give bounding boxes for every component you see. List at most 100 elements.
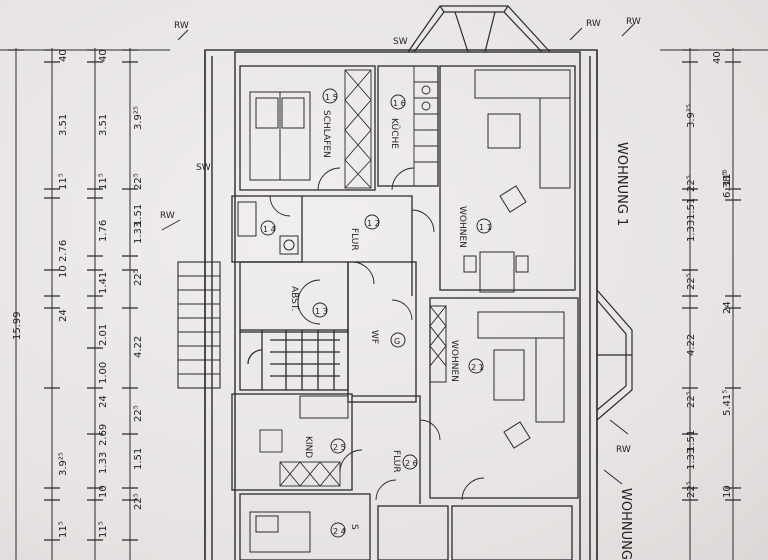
- left-dim-6: 10: [58, 265, 69, 278]
- left-dim-c3-10: 1.33: [98, 452, 109, 474]
- room-name: SCHLAFEN: [321, 110, 331, 158]
- left-dim-c4-3: 1.33: [133, 222, 144, 244]
- room-number: G: [394, 337, 400, 346]
- room-schlafen-2: 2 4 S: [330, 522, 359, 538]
- left-dim-c4-1: 3.9²⁵: [133, 106, 144, 130]
- bay-window-right: [596, 289, 633, 421]
- right-dim-4: 1.33: [686, 220, 697, 242]
- left-dim-c4-5: 22⁵: [133, 269, 144, 286]
- left-dim-c4-6: 4.22: [133, 336, 144, 358]
- room-number: 1 2: [367, 219, 380, 228]
- room-name: WOHNEN: [457, 206, 467, 248]
- left-dim-c3-1: 40: [98, 49, 109, 62]
- label-wohnung-2: WOHNUNG: [618, 488, 633, 560]
- right-dim-8: 22⁵: [686, 391, 697, 408]
- room-number: 1 5: [325, 93, 338, 102]
- room-name: ABST.: [289, 286, 299, 311]
- left-dim-1: 40: [58, 49, 69, 62]
- room-wohnen-1: 1 1 WOHNEN: [457, 206, 492, 248]
- bay-window-top: [407, 5, 551, 53]
- left-dim-c4-2: 22⁵: [133, 173, 144, 190]
- left-dim-c3-9: 2.69: [98, 424, 109, 446]
- right-dim-5: 1.51: [686, 198, 697, 220]
- left-dim-5: 24: [58, 309, 69, 322]
- right-dim-c2-5: 10: [722, 485, 733, 498]
- right-dim-1: 40: [712, 51, 723, 64]
- left-dim-c3-6: 2.01: [98, 324, 109, 346]
- room-name: WOHNEN: [449, 340, 459, 382]
- room-wohnen-2: 2 1 WOHNEN: [449, 340, 484, 382]
- rw-label-1: RW: [174, 21, 189, 31]
- right-dim-9: 1.51: [686, 430, 697, 452]
- left-dim-c3-5: 1.41: [98, 272, 109, 294]
- bath-fixtures: [237, 201, 299, 255]
- rw-label-2: RW: [586, 19, 601, 29]
- door-swings: [269, 167, 485, 501]
- right-dim-6: 22⁵: [686, 273, 697, 290]
- left-dim-c3-4: 1.76: [98, 220, 109, 242]
- left-dim-total: 15.99: [12, 311, 23, 340]
- right-dim-3: 22⁵: [686, 175, 697, 192]
- room-number: 2 4: [333, 527, 346, 536]
- left-dim-c4-7: 22⁵: [133, 405, 144, 422]
- room-kueche: 1 6 KÜCHE: [389, 94, 406, 149]
- left-dim-c4-4: 1.51: [133, 204, 144, 226]
- left-dim-c4-9: 22⁵: [133, 493, 144, 510]
- left-dim-2: 3.51: [58, 114, 69, 136]
- right-dimension-chains: [660, 48, 768, 560]
- outer-walls: [204, 49, 598, 560]
- left-dim-3: 11⁵: [58, 173, 69, 190]
- kind-wardrobe: [259, 429, 341, 487]
- furniture-beds: [249, 91, 349, 553]
- room-name: S: [349, 524, 359, 530]
- left-dimension-chains: [0, 48, 170, 560]
- right-dim-2: 3.9²⁵: [686, 104, 697, 128]
- room-number: 1 3: [315, 307, 328, 316]
- room-name: FLUR: [391, 450, 401, 473]
- right-dim-c2-1: 6.38⁵: [722, 172, 733, 198]
- room-abst: 1 3 ABST.: [289, 286, 328, 318]
- room-schlafen: 1 5 SCHLAFEN: [321, 88, 338, 158]
- room-kind: 2 5 KIND: [303, 436, 346, 458]
- room-number: 2 1: [471, 363, 484, 372]
- right-dim-7: 4.22: [686, 334, 697, 356]
- left-dim-c3-2: 3.51: [98, 114, 109, 136]
- left-dim-7: 3.9²⁵: [58, 452, 69, 476]
- left-dim-c3-11: 10: [98, 485, 109, 498]
- room-name: KÜCHE: [389, 118, 400, 149]
- room-number: 1 1: [479, 223, 492, 232]
- room-number: 2 5: [333, 443, 346, 452]
- left-dim-c3-7: 1.00: [98, 362, 109, 384]
- right-dim-c2-3: 24: [722, 301, 733, 314]
- label-wohnung-1: WOHNUNG 1: [614, 142, 629, 226]
- rw-label-5: RW: [616, 445, 631, 455]
- room-bad: 1 4: [260, 220, 276, 236]
- left-dim-8: 11⁵: [58, 521, 69, 538]
- left-dim-c3-12: 11⁵: [98, 521, 109, 538]
- right-dim-c2-2: 11⁵: [722, 169, 733, 186]
- left-dim-c3-8: 24: [98, 395, 109, 408]
- rw-label-3: RW: [626, 17, 641, 27]
- left-dim-c4-8: 1.51: [133, 448, 144, 470]
- room-number: 2 6: [405, 459, 418, 468]
- left-dim-4: 2.76: [58, 240, 69, 262]
- room-stair-hall: G WF: [369, 330, 406, 348]
- rw-markers: [161, 23, 635, 485]
- exterior-stair: [177, 261, 221, 389]
- room-flur-2: 2 6 FLUR: [391, 450, 418, 473]
- right-dim-10: 1.33: [686, 448, 697, 470]
- living-2-furniture: [429, 305, 565, 449]
- room-name: WF: [369, 330, 379, 344]
- room-number: 1 4: [263, 225, 276, 234]
- kitchen-counter: [413, 65, 439, 187]
- right-dim-c2-4: 5.41⁵: [722, 390, 733, 416]
- wardrobe: [344, 69, 372, 189]
- sw-label-1: SW: [393, 37, 408, 47]
- room-flur-1: 1 2 FLUR: [349, 214, 380, 251]
- rw-label-4: RW: [160, 211, 175, 221]
- room-number: 1 6: [393, 99, 406, 108]
- living-1-furniture: [439, 69, 571, 293]
- right-dim-11: 22⁵: [686, 481, 697, 498]
